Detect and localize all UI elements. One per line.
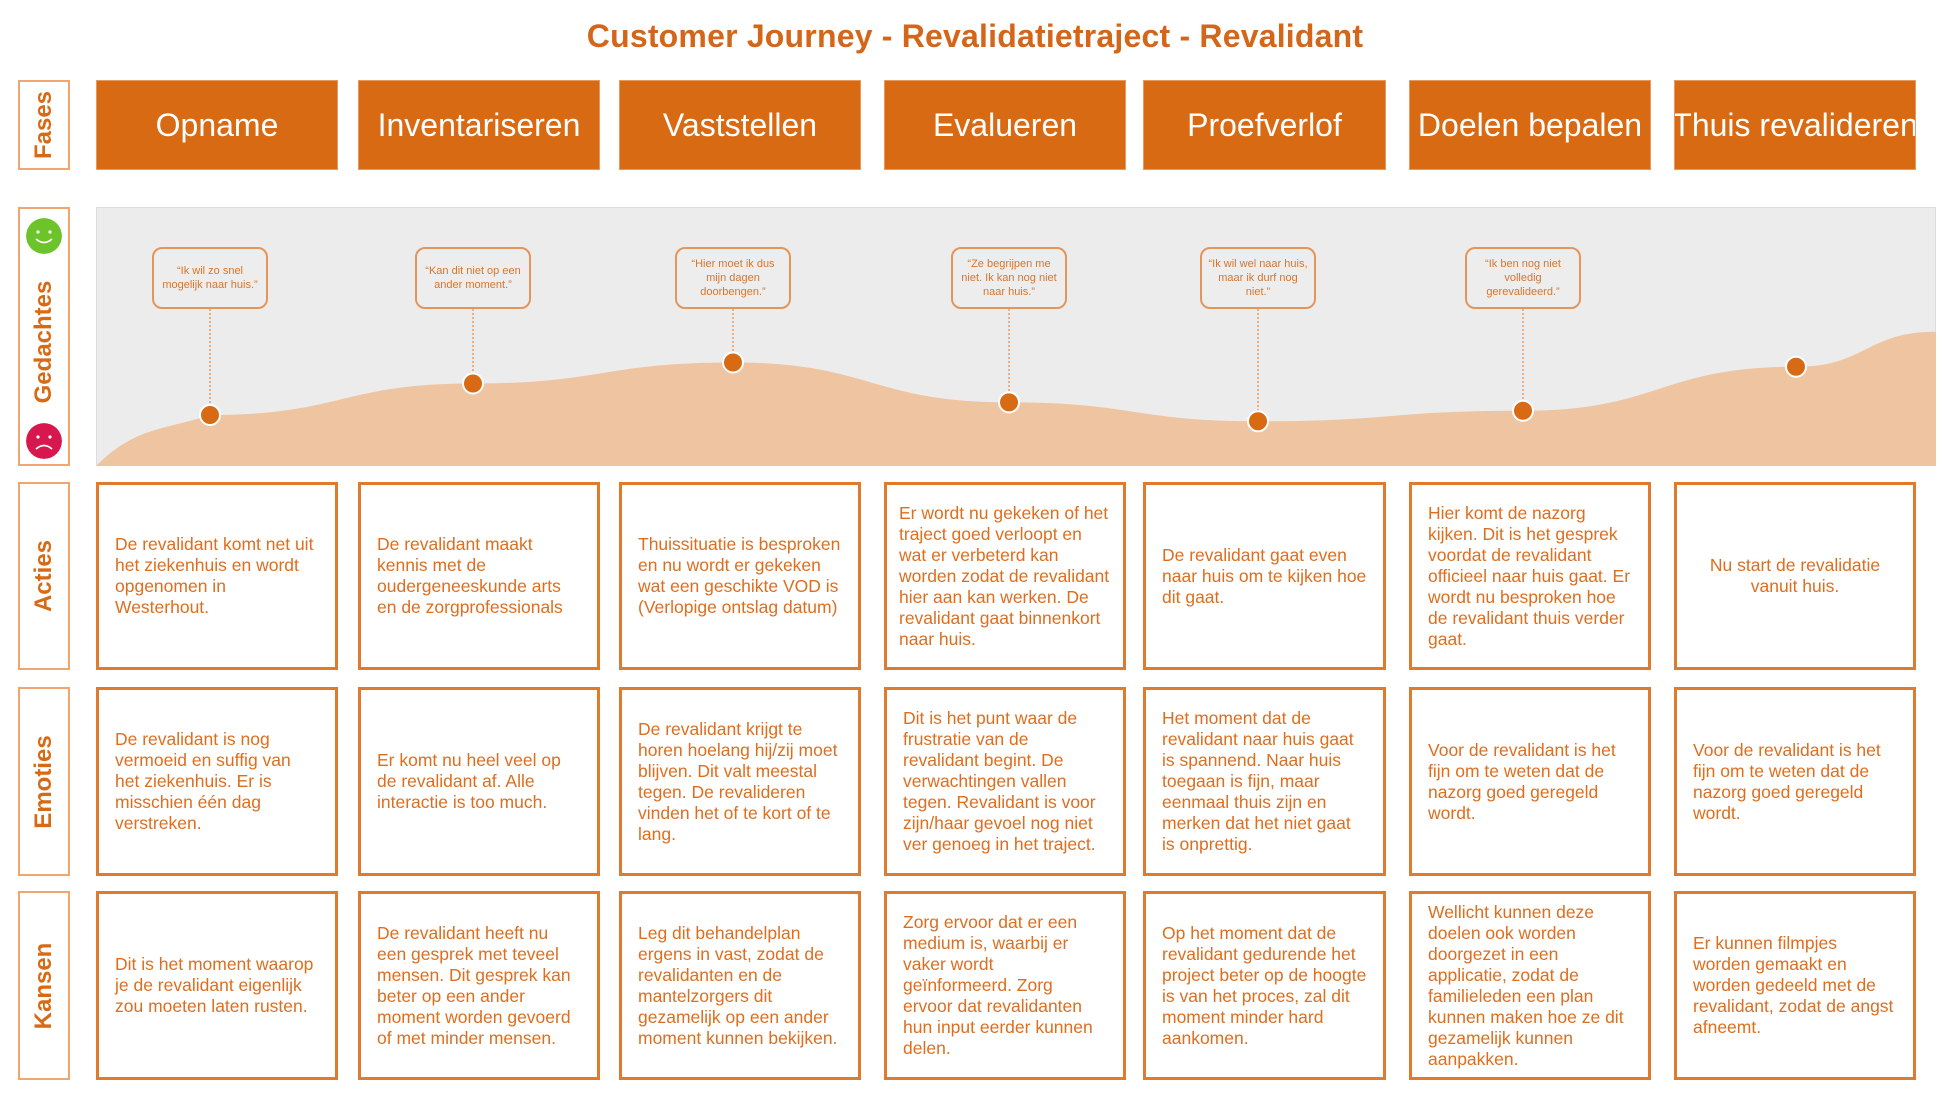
cell-text: Dit is het moment waarop je de revalidan… [115,954,314,1016]
acties-cell-evalueren: Er wordt nu gekeken of het traject goed … [884,482,1126,670]
phase-label: Thuis revalideren [1674,106,1916,143]
phase-doelen-bepalen: Doelen bepalen [1409,80,1651,170]
cell-text: Op het moment dat de revalidant gedurend… [1162,922,1367,1048]
acties-cell-inventariseren: De revalidant maakt kennis met de ouderg… [358,482,600,670]
cell-text: Er komt nu heel veel op de revalidant af… [377,750,561,812]
row-label-emoties-text: Emoties [30,734,57,829]
row-label-gedachten-text: Gedachtes [30,280,57,403]
cell-text: Er wordt nu gekeken of het traject goed … [899,502,1110,649]
row-label-kansen: Kansen [18,891,70,1080]
thought-bubble: “Ik ben nog niet volledig gerevalideerd.… [1465,247,1581,309]
emotion-curve-area [96,331,1936,466]
cell-text: De revalidant gaat even naar huis om te … [1162,544,1367,607]
acties-cell-vaststellen: Thuissituatie is besproken en nu wordt e… [619,482,861,670]
cell-text: Nu start de revalidatie vanuit huis. [1709,555,1881,596]
row-label-fases: Fases [18,80,70,170]
acties-cell-thuis-revalideren: Nu start de revalidatie vanuit huis. [1674,482,1916,670]
cell-text: Voor de revalidant is het fijn om te wet… [1693,739,1881,823]
acties-cell-doelen-bepalen: Hier komt de nazorg kijken. Dit is het g… [1409,482,1651,670]
cell-text: De revalidant komt net uit het ziekenhui… [115,534,314,617]
phase-proefverlof: Proefverlof [1143,80,1386,170]
kansen-cell-evalueren: Zorg ervoor dat er een medium is, waarbi… [884,891,1126,1080]
kansen-cell-thuis-revalideren: Er kunnen filmpjes worden gemaakt en wor… [1674,891,1916,1080]
cell-text: Hier komt de nazorg kijken. Dit is het g… [1428,502,1631,649]
emotion-curve-chart [96,207,1936,466]
emotion-point [1512,399,1534,422]
thought-bubble: “Kan dit niet op een ander moment.” [415,247,531,309]
emotion-point [462,372,484,395]
phase-label: Inventariseren [377,106,581,143]
emoties-cell-opname: De revalidant is nog vermoeid en suffig … [96,687,338,876]
thought-bubble: “Ik wil wel naar huis, maar ik durf nog … [1200,247,1316,309]
cell-text: Wellicht kunnen deze doelen ook worden d… [1428,901,1624,1069]
phase-label: Opname [155,106,279,143]
emoties-cell-vaststellen: De revalidant krijgt te horen hoelang hi… [619,687,861,876]
happy-face-icon [26,218,62,254]
phase-label: Proefverlof [1187,106,1342,143]
cell-text: Het moment dat de revalidant naar huis g… [1162,708,1354,854]
emoties-cell-thuis-revalideren: Voor de revalidant is het fijn om te wet… [1674,687,1916,876]
cell-text: De revalidant krijgt te horen hoelang hi… [638,718,838,844]
phase-label: Evalueren [932,106,1078,143]
phase-opname: Opname [96,80,338,170]
kansen-cell-doelen-bepalen: Wellicht kunnen deze doelen ook worden d… [1409,891,1651,1080]
phase-inventariseren: Inventariseren [358,80,600,170]
phase-evalueren: Evalueren [884,80,1126,170]
acties-cell-opname: De revalidant komt net uit het ziekenhui… [96,482,338,670]
row-label-acties: Acties [18,482,70,670]
thought-bubble: “Ik wil zo snel mogelijk naar huis.” [152,247,268,309]
kansen-cell-opname: Dit is het moment waarop je de revalidan… [96,891,338,1080]
emotion-point [998,391,1020,414]
sad-face-icon [26,423,62,459]
phase-label: Vaststellen [662,106,818,143]
page-title: Customer Journey - Revalidatietraject - … [586,18,1364,54]
row-label-fases-text: Fases [30,90,57,160]
phase-label: Doelen bepalen [1417,106,1643,143]
row-label-kansen-text: Kansen [30,942,57,1029]
kansen-cell-inventariseren: De revalidant heeft nu een gesprek met t… [358,891,600,1080]
row-label-emoties: Emoties [18,687,70,876]
cell-text: De revalidant heeft nu een gesprek met t… [377,922,571,1048]
kansen-cell-vaststellen: Leg dit behandelplan ergens in vast, zod… [619,891,861,1080]
row-label-acties-text: Acties [30,539,57,613]
cell-text: Thuissituatie is besproken en nu wordt e… [638,534,841,617]
emoties-cell-doelen-bepalen: Voor de revalidant is het fijn om te wet… [1409,687,1651,876]
thought-bubble: “Hier moet ik dus mijn dagen doorbengen.… [675,247,791,309]
cell-text: Leg dit behandelplan ergens in vast, zod… [638,922,838,1048]
cell-text: Dit is het punt waar de frustratie van d… [903,708,1096,854]
emoties-cell-evalueren: Dit is het punt waar de frustratie van d… [884,687,1126,876]
emotion-point [199,404,221,426]
emotion-point [1785,355,1807,378]
emoties-cell-proefverlof: Het moment dat de revalidant naar huis g… [1143,687,1386,876]
kansen-cell-proefverlof: Op het moment dat de revalidant gedurend… [1143,891,1386,1080]
phase-vaststellen: Vaststellen [619,80,861,170]
emoties-cell-inventariseren: Er komt nu heel veel op de revalidant af… [358,687,600,876]
phase-thuis-revalideren: Thuis revalideren [1674,80,1916,170]
cell-text: Voor de revalidant is het fijn om te wet… [1428,739,1616,823]
thought-bubble: “Ze begrijpen me niet. Ik kan nog niet n… [951,247,1067,309]
emotion-point [722,351,744,374]
cell-text: Er kunnen filmpjes worden gemaakt en wor… [1693,933,1894,1037]
emotion-point [1247,410,1269,433]
cell-text: Zorg ervoor dat er een medium is, waarbi… [903,912,1093,1058]
acties-cell-proefverlof: De revalidant gaat even naar huis om te … [1143,482,1386,670]
cell-text: De revalidant maakt kennis met de ouderg… [377,534,563,617]
cell-text: De revalidant is nog vermoeid en suffig … [115,729,291,833]
